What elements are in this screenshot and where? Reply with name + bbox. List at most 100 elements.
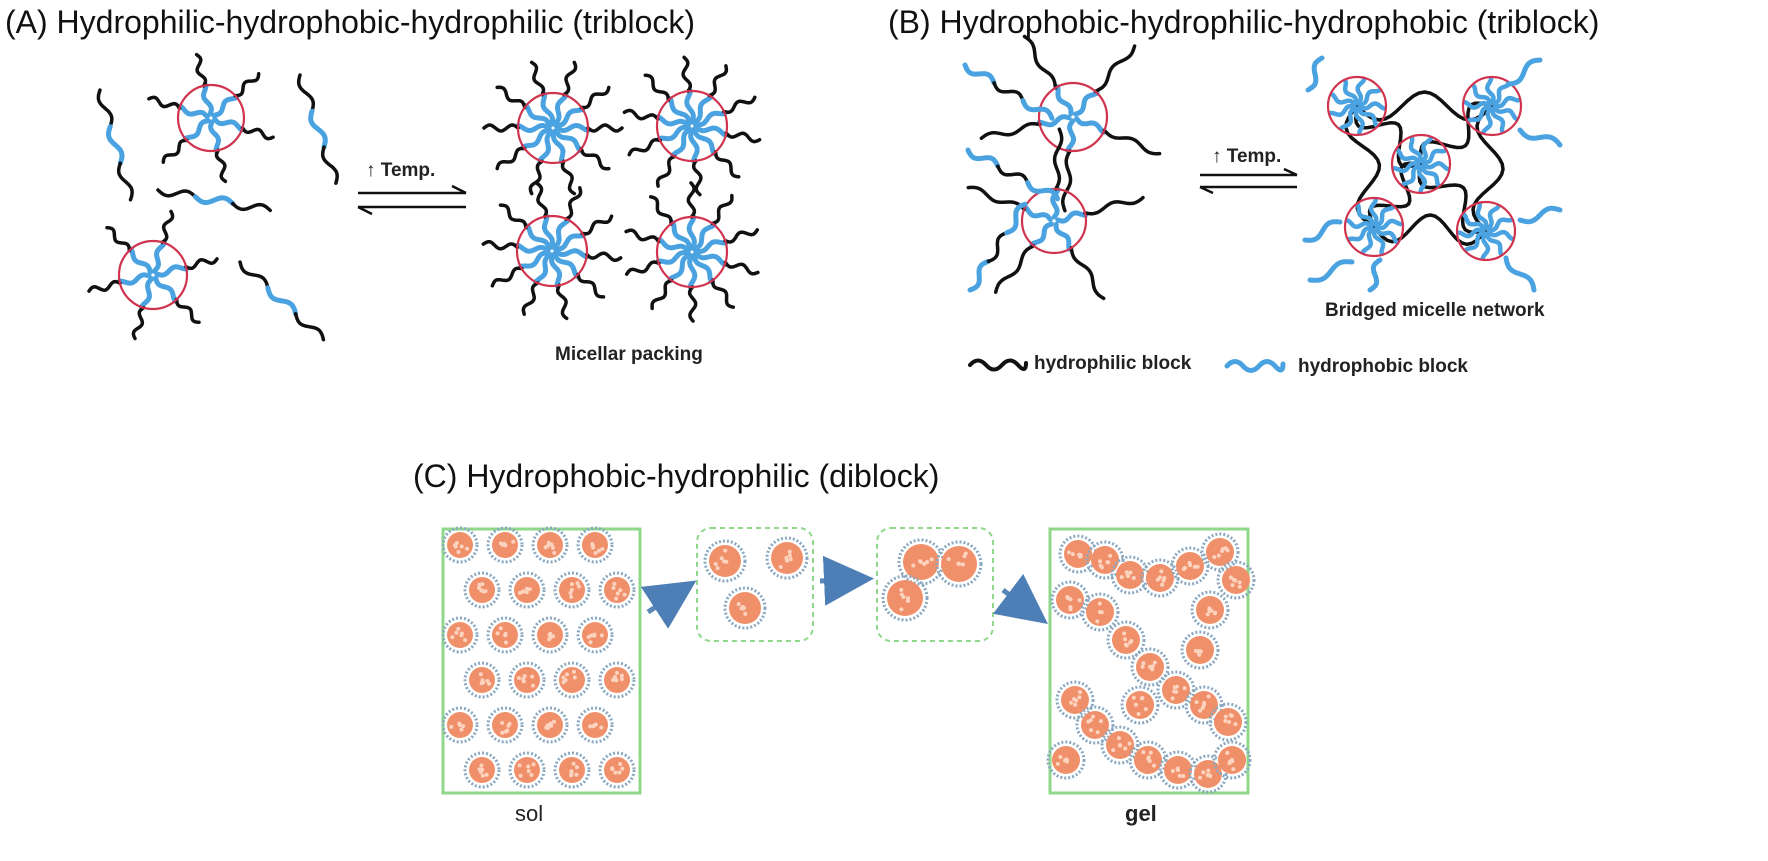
particle-speckle [449,724,454,729]
legend-hydrophobic-symbol [1224,359,1286,373]
particle-shell [576,616,614,654]
hydrophobic-segment [670,127,693,158]
particle-speckle [1220,546,1225,551]
particle-speckle [1159,569,1164,574]
panel-a-micelle-1 [147,52,275,184]
particle-speckle [599,725,604,730]
hydrophobic-segment [1490,106,1506,134]
particle-speckle [517,675,522,680]
particle-speckle [1055,761,1060,766]
particle-speckle [1237,584,1242,589]
particle-shell [463,661,501,699]
particle-speckle [1216,553,1221,558]
particle-speckle [1065,595,1070,600]
particle-speckle [1098,559,1103,564]
network-micelle-5 [1455,200,1517,262]
particle-speckle [571,669,576,674]
particle-core [514,667,540,693]
hydrophobic-segment [1401,164,1422,187]
particle-shell [508,661,546,699]
particle-speckle [461,724,466,729]
hydrophilic-segment [711,278,736,309]
particle-speckle [563,678,568,683]
sol-particle [508,751,546,789]
particle-shell [1130,647,1170,687]
hydrophobic-segment [138,276,155,310]
micelle-outline [655,215,729,289]
particle-speckle [522,674,527,679]
particle-speckle [613,770,618,775]
particle-shell [441,706,479,744]
particle-speckle [503,640,508,645]
hydrophobic-segment [208,119,221,154]
sol-label: sol [515,801,544,826]
particle-shell [486,706,524,744]
particle-shell [441,526,479,564]
hydrophobic-segment [1036,114,1072,128]
particle-speckle [618,588,623,593]
sol-particle [531,706,569,744]
particle-speckle [506,723,511,728]
particle-speckle [1172,689,1177,694]
particle-speckle [480,773,485,778]
panel-a-title: (A) Hydrophilic-hydrophobic-hydrophilic … [5,4,696,40]
hydrophobic-segment [552,251,579,279]
hydrophobic-segment [1353,106,1365,136]
particle-speckle [1066,550,1071,555]
particle-speckle [1213,610,1218,615]
micelle-outline [117,239,189,311]
hydrophilic-segment [580,214,614,236]
particle-speckle [521,589,526,594]
sol-particle [486,616,524,654]
hydrophilic-segment [240,126,275,141]
sol-particle [576,526,614,564]
hydrophobic-segment [693,239,729,254]
hydrophilic-segment [1069,246,1106,301]
particle-speckle [529,772,534,777]
particle-speckle [485,679,490,684]
particle-speckle [1078,690,1083,695]
hydrophilic-segment [184,257,219,271]
hydrophilic-segment [116,161,134,202]
hydrophobic-segment [553,248,590,260]
particle-speckle [1141,661,1146,666]
particle-speckle [1143,707,1148,712]
particle-shell [1046,740,1086,780]
panel-c-title: (C) Hydrophobic-hydrophilic (diblock) [413,458,940,494]
particle-speckle [1128,570,1133,575]
particle-speckle [619,673,624,678]
particle-speckle [465,546,470,551]
hydrophilic-segment [966,185,1026,212]
hydrophilic-segment [490,266,524,288]
particle-speckle [590,543,595,548]
particle-shell [1212,740,1252,780]
hydrophobic-segment [1466,105,1492,123]
hydrophilic-segment [650,278,674,311]
sol-particle [463,571,501,609]
hydrophilic-segment [681,55,693,93]
particle-speckle [612,581,617,586]
hydrophilic-segment [691,159,703,197]
hydrophilic-segment [481,239,519,251]
particle-speckle [1106,560,1111,565]
hydrophilic-segment [622,108,660,121]
hydrophilic-segment [579,146,611,171]
hydrophobic-segment [1475,202,1489,231]
panel-a-unimer-4 [238,260,326,342]
network-micelle-3 [1390,133,1452,195]
particle-speckle [478,672,483,677]
hydrophilic-segment [131,305,146,341]
packed-micelle-2 [622,55,762,197]
sol-particle [531,526,569,564]
hydrophobic-segment [1419,136,1433,164]
sol-particle [441,526,479,564]
hydrophobic-segment [549,252,563,289]
particle-speckle [1223,718,1228,723]
hydrophobic-segment [1464,230,1487,252]
particle-speckle [1177,773,1182,778]
hydrophobic-segment [1484,204,1501,231]
particle-speckle [459,727,464,732]
particle-speckle [622,592,627,597]
particle-speckle [524,586,529,591]
particle-speckle [599,633,604,638]
